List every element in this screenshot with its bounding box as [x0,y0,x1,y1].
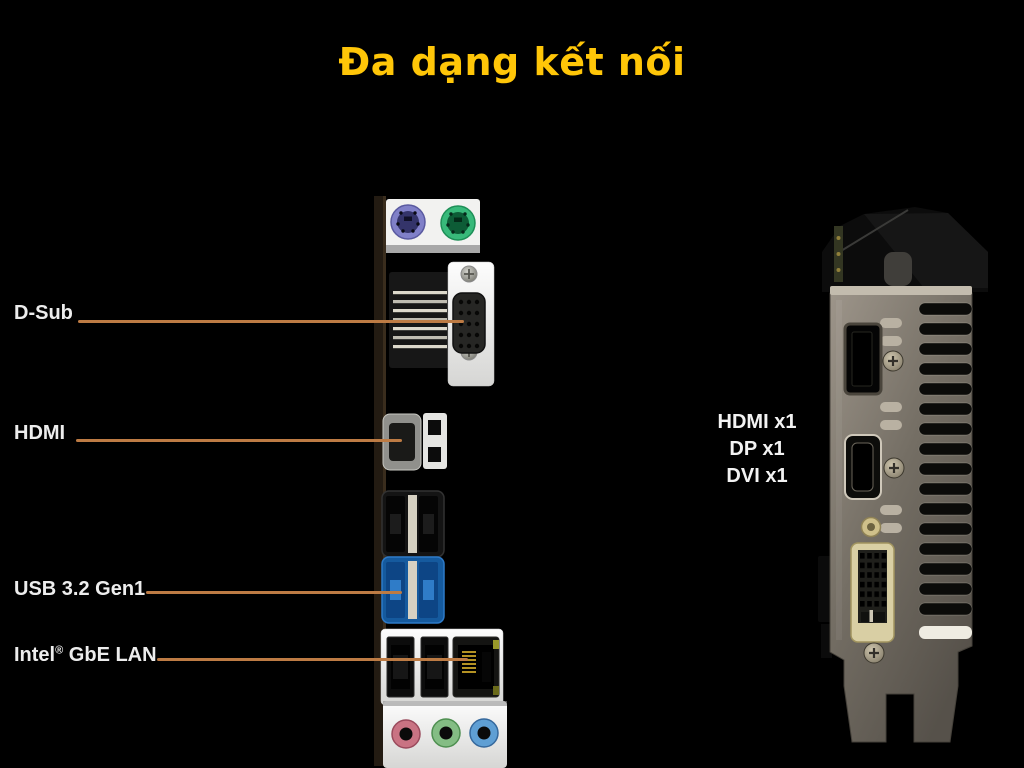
ps2-ports [386,199,480,253]
gpu-output-dp: DP x1 [729,438,785,460]
mic-jack [391,719,421,749]
label-usb32-text: USB 3.2 Gen1 [14,578,146,600]
gpu-output-hdmi: HDMI x1 [717,411,797,433]
callout-line-lan [157,658,468,661]
label-dsub: D-Sub [14,302,73,325]
usb2-port-b [420,636,449,698]
lan-led-bottom [493,686,499,695]
label-lan-reg: ® [55,644,64,657]
callout-line-dsub [78,320,464,323]
gpu-hdmi-port [844,434,882,500]
label-lan-brand: Intel [14,644,56,666]
lan-port [452,636,500,698]
label-dsub-text: D-Sub [14,302,73,324]
label-hdmi-text: HDMI [14,422,66,444]
label-hdmi: HDMI [14,422,65,445]
gpu-bracket-graphic [818,207,988,743]
motherboard-io-graphic [374,196,507,768]
bracket-screw-top [881,349,905,373]
label-usb32: USB 3.2 Gen1 [14,578,145,601]
audio-jacks [383,701,507,768]
gpu-output-list: HDMI x1 DP x1 DVI x1 [688,409,826,490]
bracket-screw-bottom [862,641,886,665]
vga-port [389,261,495,387]
vent-slots [918,302,973,639]
callout-line-hdmi [76,439,402,442]
gpu-dvi-port [850,516,895,643]
callout-line-usb32 [146,591,402,594]
ps2-keyboard-port [440,205,476,241]
vga-pin-holes [458,299,480,349]
gpu-shroud [822,207,988,292]
label-lan-rest: GbE LAN [63,644,157,666]
usb2-port-a [386,636,415,698]
bracket-screw-middle [882,456,906,480]
pcb-edge [374,196,386,766]
gpu-output-dvi: DVI x1 [726,465,788,487]
usb2-ports [381,490,445,558]
lineout-jack [431,718,461,748]
displayport-port [843,322,883,396]
lan-usb-panel [380,628,504,706]
vga-screw-top [460,265,478,283]
hdmi-port [382,413,447,471]
ps2-mouse-port [390,204,426,240]
linein-jack [469,718,499,748]
page-title: Đa dạng kết nối [338,40,686,84]
usb3-ports [381,556,445,624]
label-lan: Intel® GbE LAN [14,644,157,667]
lan-led-top [493,640,499,649]
